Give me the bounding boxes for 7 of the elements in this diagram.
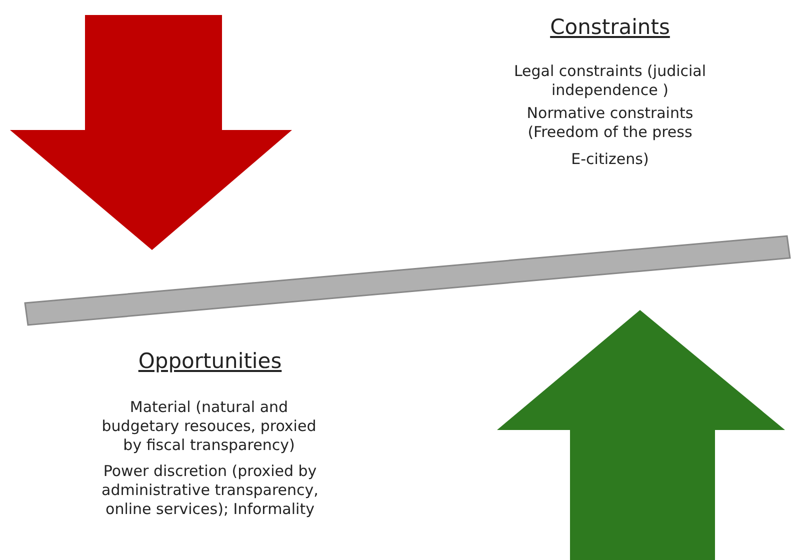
heading: Opportunities [137, 348, 283, 374]
constraint-text: Legal constraints (judicial independence ) [512, 62, 708, 100]
heading: Constraints [549, 14, 671, 40]
opportunity-text: Material (natural and budgetary resouces, proxied by fiscal transparency) [100, 398, 318, 455]
opportunity-text: Power discretion (proxied by administrative transparency, online services); Informality [100, 462, 320, 519]
constraint-text: Normative constraints (Freedom of the press [526, 104, 694, 142]
constraint-text: E-citizens) [570, 150, 650, 169]
